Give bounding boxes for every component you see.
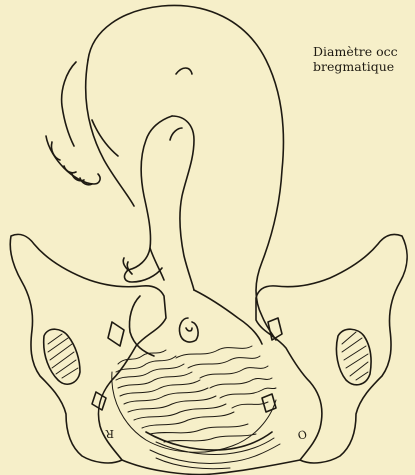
- caption-line-2: bregmatique: [313, 59, 398, 74]
- side-label-right: R: [105, 427, 114, 440]
- diameter-caption: Diamètre occ bregmatique: [313, 44, 398, 74]
- caption-line-1: Diamètre occ: [313, 44, 398, 59]
- side-label-left: O: [296, 428, 308, 443]
